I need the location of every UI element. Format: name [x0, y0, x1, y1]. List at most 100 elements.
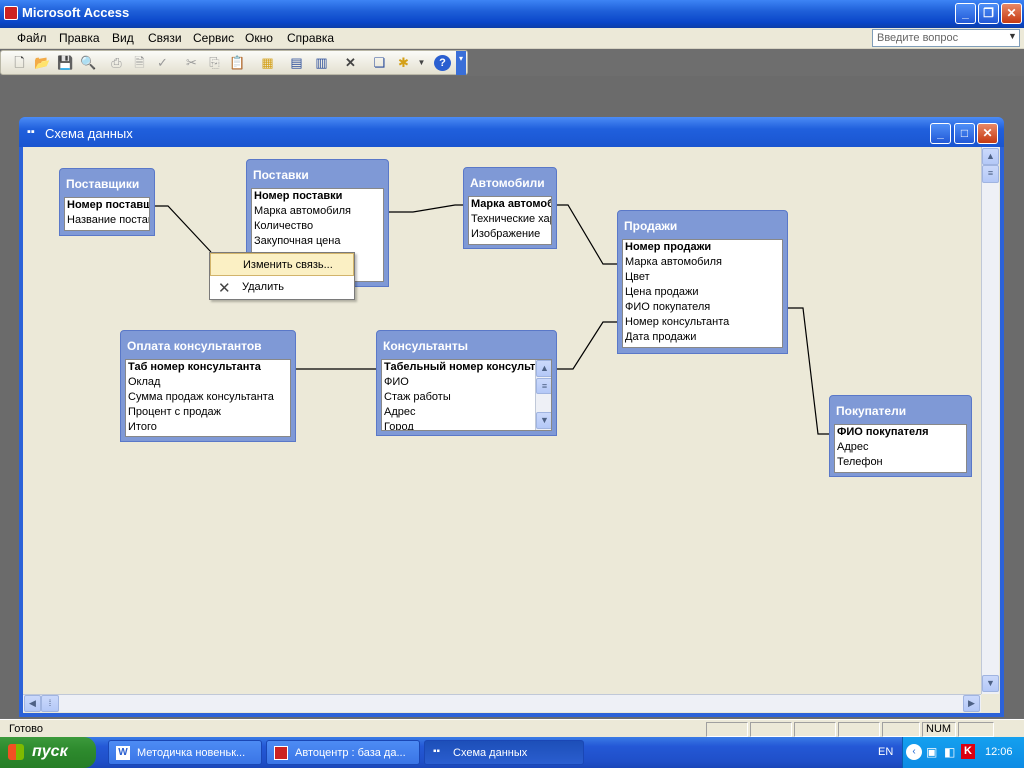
tray-expand-icon[interactable]: ‹: [906, 744, 922, 760]
status-panel: [706, 722, 748, 737]
menu-relationships[interactable]: Связи: [148, 31, 182, 45]
field-item[interactable]: Город: [384, 421, 414, 431]
table-title: Оплата консультантов: [127, 339, 262, 353]
new-object-icon[interactable]: ✱: [398, 55, 409, 70]
language-indicator[interactable]: EN: [878, 746, 894, 758]
database-window-icon[interactable]: ❏: [373, 55, 386, 70]
scroll-down-icon[interactable]: ▼: [982, 675, 999, 692]
scroll-left-icon[interactable]: ◀: [24, 695, 41, 712]
ask-dropdown-icon[interactable]: ▼: [1008, 31, 1017, 41]
open-icon[interactable]: 📂: [34, 55, 51, 70]
field-item[interactable]: Табельный номер консультан: [384, 361, 549, 373]
delete-relationship-menuitem[interactable]: Удалить: [242, 281, 284, 293]
menu-view[interactable]: Вид: [112, 31, 134, 45]
spelling-icon[interactable]: ✓: [157, 55, 168, 70]
field-item[interactable]: Таб номер консультанта: [128, 361, 261, 373]
field-item[interactable]: Марка автомобиля: [254, 205, 352, 217]
table-consultants[interactable]: Консультанты Табельный номер консультан …: [376, 330, 557, 436]
scroll-thumb[interactable]: ⁞: [41, 695, 59, 712]
canvas-vertical-scrollbar[interactable]: ▲ ≡ ▼: [981, 147, 999, 694]
field-item[interactable]: Адрес: [384, 406, 416, 418]
field-item[interactable]: Закупочная цена: [254, 235, 341, 247]
table-consultant-payment[interactable]: Оплата консультантов Таб номер консульта…: [120, 330, 296, 442]
scroll-thumb[interactable]: ≡: [536, 378, 551, 394]
field-item[interactable]: Процент с продаж: [128, 406, 222, 418]
scroll-up-icon[interactable]: ▲: [536, 360, 551, 377]
field-item[interactable]: ФИО покупателя: [625, 301, 711, 313]
menu-help[interactable]: Справка: [287, 31, 335, 45]
edit-relationship-menuitem[interactable]: Изменить связь...: [210, 253, 354, 276]
menu-edit[interactable]: Правка: [59, 31, 100, 45]
field-list-scrollbar[interactable]: ▲ ≡ ▼: [535, 360, 551, 430]
field-item[interactable]: Марка автомобиля: [625, 256, 723, 268]
new-object-dropdown-icon[interactable]: ▼: [417, 58, 426, 67]
child-maximize-button[interactable]: □: [954, 123, 975, 144]
field-item[interactable]: Номер консультанта: [625, 316, 730, 328]
field-item[interactable]: ФИО: [384, 376, 409, 388]
task-button-access-db[interactable]: Автоцентр : база да...: [266, 740, 420, 765]
field-item[interactable]: Сумма продаж консультанта: [128, 391, 274, 403]
field-item[interactable]: Название постав: [67, 214, 150, 226]
close-button[interactable]: ✕: [1001, 3, 1022, 24]
show-table-icon[interactable]: ▦: [261, 55, 274, 70]
field-item[interactable]: Цена продажи: [625, 286, 699, 298]
field-item[interactable]: Телефон: [837, 456, 883, 468]
new-icon[interactable]: 🗋: [14, 55, 25, 70]
show-direct-icon[interactable]: ▤: [290, 55, 303, 70]
preview-icon[interactable]: 🗎: [134, 55, 145, 70]
volume-icon[interactable]: ◧: [944, 745, 956, 759]
save-icon[interactable]: 💾: [57, 55, 74, 70]
task-button-word[interactable]: W Методичка новеньк...: [108, 740, 262, 765]
toolbar-options-icon[interactable]: ▾: [456, 51, 466, 75]
show-all-icon[interactable]: ▥: [315, 55, 328, 70]
canvas-horizontal-scrollbar[interactable]: ◀ ⁞ ▶: [23, 694, 981, 712]
print-icon[interactable]: ⎙: [111, 55, 122, 70]
scroll-down-icon[interactable]: ▼: [536, 412, 551, 429]
field-item[interactable]: Стаж работы: [384, 391, 451, 403]
field-item[interactable]: Количество: [254, 220, 314, 232]
field-item[interactable]: Номер поставки: [254, 190, 343, 202]
menu-file[interactable]: Файл: [17, 31, 47, 45]
field-item[interactable]: Изображение: [471, 228, 541, 240]
help-icon[interactable]: ?: [434, 55, 451, 71]
table-cars[interactable]: Автомобили Марка автомоби Технические ха…: [463, 167, 557, 249]
relationships-canvas[interactable]: Поставщики Номер поставщи Название поста…: [23, 147, 1000, 713]
paste-icon[interactable]: 📋: [229, 55, 246, 70]
field-item[interactable]: Адрес: [837, 441, 869, 453]
field-item[interactable]: Марка автомоби: [471, 198, 552, 210]
table-sales[interactable]: Продажи Номер продажи Марка автомобиля Ц…: [617, 210, 788, 354]
menu-tools[interactable]: Сервис: [193, 31, 235, 45]
start-button[interactable]: пуск: [0, 737, 96, 768]
table-title: Поставки: [253, 168, 309, 182]
delete-icon[interactable]: ✕: [345, 55, 356, 70]
antivirus-icon[interactable]: K: [961, 744, 975, 759]
field-item[interactable]: ФИО покупателя: [837, 426, 929, 438]
word-icon: W: [116, 746, 130, 760]
scroll-up-icon[interactable]: ▲: [982, 148, 999, 165]
child-minimize-button[interactable]: _: [930, 123, 951, 144]
field-item[interactable]: Дата продажи: [625, 331, 697, 343]
table-suppliers[interactable]: Поставщики Номер поставщи Название поста…: [59, 168, 155, 236]
copy-icon[interactable]: ⎘: [209, 55, 220, 70]
field-item[interactable]: Цвет: [625, 271, 650, 283]
restore-button[interactable]: ❐: [978, 3, 999, 24]
menu-window[interactable]: Окно: [245, 31, 273, 45]
field-item[interactable]: Оклад: [128, 376, 161, 388]
task-button-relationships[interactable]: ▪▪ Схема данных: [424, 740, 584, 765]
clock: 12:06: [985, 746, 1013, 758]
field-item[interactable]: Номер продажи: [625, 241, 712, 253]
network-icon[interactable]: ▣: [926, 745, 938, 759]
scroll-right-icon[interactable]: ▶: [963, 695, 980, 712]
field-item[interactable]: Технические хар: [471, 213, 552, 225]
ask-question-input[interactable]: Введите вопрос: [872, 29, 1020, 47]
cut-icon[interactable]: ✂: [186, 55, 197, 70]
child-close-button[interactable]: ✕: [977, 123, 998, 144]
scroll-thumb[interactable]: ≡: [982, 165, 999, 183]
field-item[interactable]: Номер поставщи: [67, 199, 150, 211]
table-buyers[interactable]: Покупатели ФИО покупателя Адрес Телефон: [829, 395, 972, 477]
search-icon[interactable]: 🔍: [80, 55, 97, 70]
field-item[interactable]: Итого: [128, 421, 157, 433]
minimize-button[interactable]: _: [955, 3, 976, 24]
relationships-title: Схема данных: [45, 126, 133, 141]
link-consultants-sales: [557, 321, 617, 370]
